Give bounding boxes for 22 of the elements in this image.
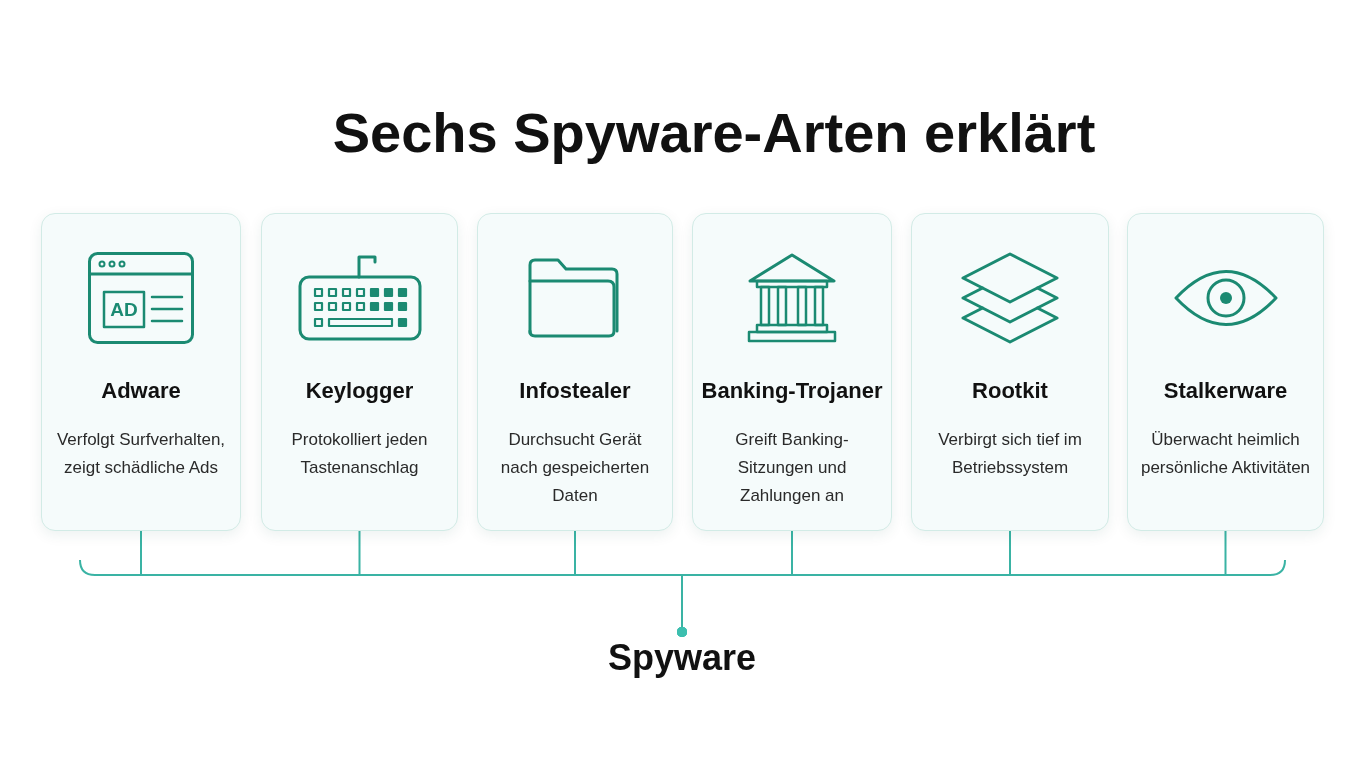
spyware-type-card [41,213,241,531]
card-title: Rootkit [972,377,1048,405]
card-title: Keylogger [305,377,414,405]
card-title: Banking-Trojaner [701,377,883,405]
ad-text: AD [109,298,139,321]
card-description: Verbirgt sich tief im Betriebssystem [937,429,1083,479]
spyware-type-card [1127,213,1324,531]
card-description: Durchsucht Gerät nach gespeicherten Daten [499,429,651,507]
spyware-type-card [477,213,673,531]
card-title: Infostealer [519,377,631,405]
spyware-type-card [911,213,1109,531]
card-description: Greift Banking-Sitzungen und Zahlungen an [734,429,850,507]
diagram-title: Sechs Spyware-Arten erklärt [331,100,1097,166]
spyware-type-card [261,213,458,531]
category-label: Spyware [607,636,757,680]
connector-line [677,530,1227,637]
card-description: Überwacht heimlich persönliche Aktivitäten [1139,429,1312,479]
card-description: Verfolgt Surfverhalten, zeigt schädliche Ads [55,429,227,479]
spyware-type-card [692,213,892,531]
card-title: Stalkerware [1163,377,1288,405]
card-description: Protokolliert jeden Tastenanschlag [290,429,429,479]
card-title: Adware [101,377,181,405]
